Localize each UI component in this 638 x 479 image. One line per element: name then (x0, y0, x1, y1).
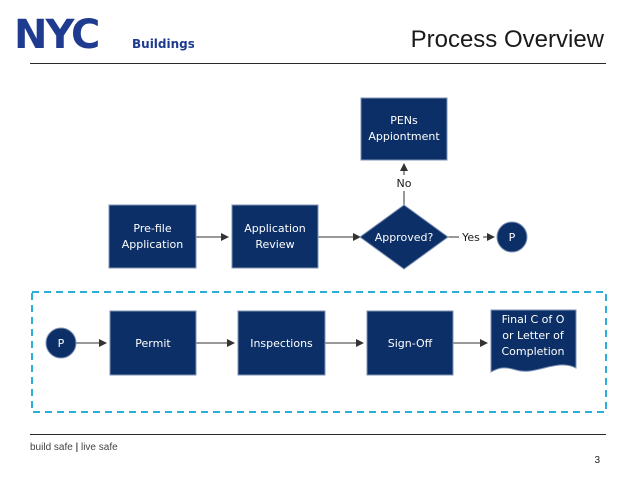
node-review-line2: Review (255, 238, 294, 251)
node-final-line3: Completion (501, 345, 564, 358)
node-prefile-line2: Application (122, 238, 183, 251)
node-permit-label: Permit (135, 337, 171, 350)
node-final-line2: or Letter of (502, 329, 565, 342)
node-review-line1: Application (244, 222, 305, 235)
node-final-line1: Final C of O (502, 313, 565, 326)
connector-top-p: P (496, 221, 528, 253)
logo-subtitle: Buildings (132, 37, 194, 51)
node-permit: Permit (109, 310, 197, 376)
node-approved-label: Approved? (375, 231, 434, 244)
node-pens-line1: PENs (390, 114, 418, 127)
node-pens-appointment: PENs Appiontment (360, 97, 448, 161)
node-approved-decision: Approved? (359, 204, 449, 270)
connector-top-label: P (509, 231, 516, 244)
connector-bottom-label: P (58, 337, 65, 350)
node-final-document: Final C of O or Letter of Completion (490, 309, 577, 373)
node-application-review: Application Review (231, 204, 319, 269)
page-title: Process Overview (410, 26, 604, 53)
node-inspections: Inspections (237, 310, 326, 376)
connector-bottom-p: P (45, 327, 77, 359)
edge-label-no: No (397, 177, 412, 190)
nyc-buildings-logo: NYC Buildings (14, 12, 194, 56)
page-number: 3 (594, 455, 600, 466)
footer-rule (30, 434, 606, 435)
node-inspections-label: Inspections (250, 337, 313, 350)
footer-tagline-right: live safe (80, 442, 118, 453)
footer-separator: | (75, 442, 79, 453)
node-signoff: Sign-Off (366, 310, 454, 376)
node-prefile-line1: Pre-file (133, 222, 171, 235)
node-signoff-label: Sign-Off (388, 337, 433, 350)
edge-label-yes: Yes (461, 231, 480, 244)
header-rule (30, 63, 606, 64)
node-prefile-application: Pre-file Application (108, 204, 197, 269)
footer-tagline-left: build safe (30, 442, 73, 453)
logo-wordmark: NYC (14, 12, 98, 56)
footer-tagline: build safe | live safe (30, 442, 118, 453)
node-pens-line2: Appiontment (368, 130, 440, 143)
